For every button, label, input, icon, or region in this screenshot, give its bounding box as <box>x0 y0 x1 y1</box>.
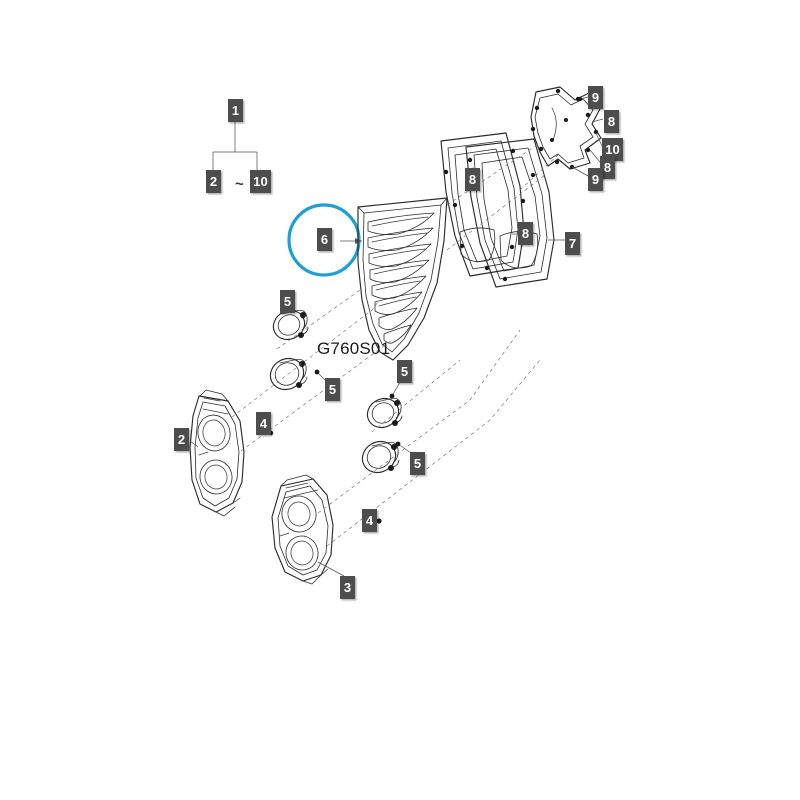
callout-gasket-clip-lower[interactable]: 8 <box>600 156 615 179</box>
callout-gasket-seal[interactable]: 10 <box>602 138 623 161</box>
callout-gasket-fastener-lower[interactable]: 9 <box>588 168 603 191</box>
callout-front-grille-highlighted[interactable]: 6 <box>317 228 332 251</box>
callout-group-range-start[interactable]: 2 <box>206 170 221 193</box>
grille-frame-surround-part <box>440 132 555 288</box>
callout-headlamp-assembly-right[interactable]: 3 <box>340 576 355 599</box>
callout-grille-frame-surround[interactable]: 7 <box>565 232 580 255</box>
callout-bulb-socket-right-lower[interactable]: 5 <box>410 452 425 475</box>
callout-frame-clip-left[interactable]: 8 <box>465 168 480 191</box>
assembly-group-bracket <box>212 122 258 170</box>
callout-lamp-bulb-left[interactable]: 4 <box>256 412 271 435</box>
callout-frame-clip-right[interactable]: 8 <box>518 222 533 245</box>
headlamp-assembly-right-part <box>271 474 334 585</box>
callout-bulb-socket-right-upper[interactable]: 5 <box>397 360 412 383</box>
callout-bulb-socket-left-upper[interactable]: 5 <box>280 290 295 313</box>
callout-gasket-clip-upper[interactable]: 8 <box>604 110 619 133</box>
callout-bulb-socket-left-lower[interactable]: 5 <box>325 378 340 401</box>
part-number-code: G760S01 <box>317 339 391 358</box>
bulb-socket-right-lower <box>361 440 400 474</box>
bulb-socket-right-upper <box>366 397 403 429</box>
callout-lamp-bulb-right[interactable]: 4 <box>362 509 377 532</box>
range-tilde-symbol: ~ <box>235 176 244 193</box>
callout-assembly-group-header[interactable]: 1 <box>228 99 243 122</box>
callout-headlamp-assembly-left[interactable]: 2 <box>174 428 189 451</box>
headlamp-assembly-left-part <box>189 389 245 517</box>
callout-leader-lines <box>189 96 604 577</box>
bulb-socket-left-lower <box>269 357 308 391</box>
callout-group-range-end[interactable]: 10 <box>250 170 271 193</box>
front-grille-part <box>357 197 448 361</box>
callout-gasket-fastener-upper[interactable]: 9 <box>588 86 603 109</box>
